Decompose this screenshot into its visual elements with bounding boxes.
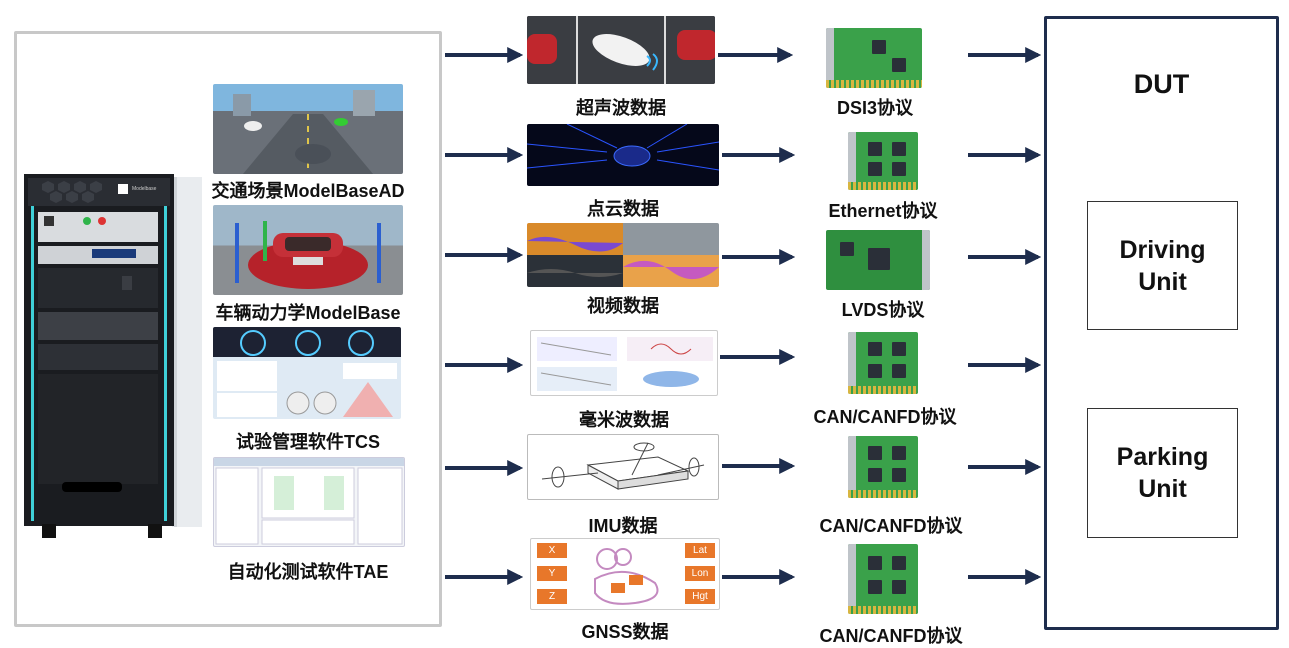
dsi3-interface-card [826,28,922,88]
gnss-tag-x: X [537,543,567,558]
protocol-label: Ethernet协议 [828,201,938,221]
driving-unit-label: Driving Unit [1119,235,1206,296]
data-source-label: 点云数据 [587,199,659,219]
data-source-label: 超声波数据 [576,98,666,118]
can-interface-card-3 [848,544,918,614]
data-source-label: 视频数据 [587,296,659,316]
point-cloud-image [527,124,719,186]
ethernet-interface-card [848,132,918,190]
traffic-scene-image [213,84,403,174]
gnss-image: X Y Z Lat Lon Hgt [530,538,720,610]
data-source-label: GNSS数据 [581,622,669,642]
hil-system-panel [14,31,442,627]
module-label: 交通场景ModelBaseAD [211,181,405,201]
module-label: 自动化测试软件TAE [227,562,389,582]
video-image [527,223,719,287]
module-label: 车辆动力学ModelBase [215,303,401,323]
tcs-software-image [213,327,401,419]
can-interface-card-1 [848,332,918,394]
hil-cabinet-image: Modelbase [22,172,204,542]
dut-box: DUT Driving Unit Parking Unit [1044,16,1279,630]
gnss-tag-y: Y [537,566,567,581]
module-label: 试验管理软件TCS [236,432,380,452]
data-source-label: 毫米波数据 [579,410,669,430]
parking-unit-label: Parking Unit [1116,443,1209,503]
imu-image [527,434,719,500]
protocol-label: DSI3协议 [836,98,914,118]
gnss-tag-lat: Lat [685,543,715,558]
lvds-interface-card [826,230,930,290]
gnss-tag-z: Z [537,589,567,604]
cabinet-logo: Modelbase [132,186,157,192]
parking-unit-box: Parking Unit [1087,408,1238,538]
protocol-label: LVDS协议 [841,300,925,320]
gnss-tag-lon: Lon [685,566,715,581]
protocol-label: CAN/CANFD协议 [813,407,957,427]
protocol-label: CAN/CANFD协议 [819,626,963,646]
dut-title: DUT [1133,69,1190,99]
can-interface-card-2 [848,436,918,498]
driving-unit-box: Driving Unit [1087,201,1238,330]
protocol-label: CAN/CANFD协议 [819,516,963,536]
vehicle-dynamics-image [213,205,403,295]
ultrasonic-image [527,16,715,84]
tae-software-image [213,457,405,547]
gnss-tag-hgt: Hgt [685,589,715,604]
radar-image [530,330,718,396]
data-source-label: IMU数据 [588,516,658,536]
